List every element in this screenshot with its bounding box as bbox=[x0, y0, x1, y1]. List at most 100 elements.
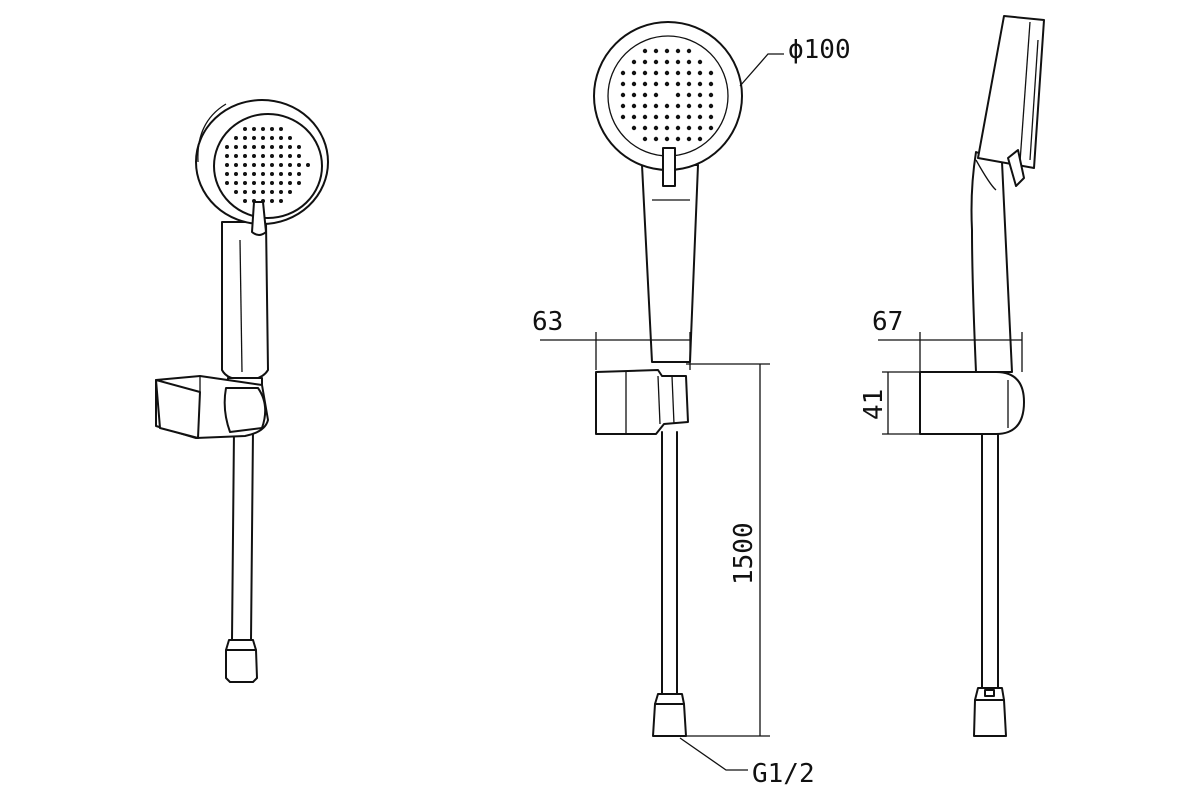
nozzle-dot bbox=[252, 145, 256, 149]
nozzle-dot bbox=[686, 103, 692, 109]
nozzle-dot bbox=[270, 145, 274, 149]
perspective-head bbox=[195, 99, 329, 236]
nozzle-dot bbox=[631, 103, 637, 109]
nozzle-dot bbox=[697, 81, 703, 87]
nozzle-dot bbox=[653, 48, 659, 54]
nozzle-dot bbox=[631, 114, 637, 120]
nozzle-dot bbox=[243, 199, 247, 203]
front-head-nozzles bbox=[620, 48, 714, 142]
diameter-label: ϕ100 bbox=[788, 35, 851, 65]
nozzle-dot bbox=[642, 92, 648, 98]
nozzle-dot bbox=[653, 59, 659, 65]
nozzle-dot bbox=[279, 199, 283, 203]
nozzle-dot bbox=[664, 59, 670, 65]
perspective-view bbox=[155, 99, 329, 683]
perspective-hose bbox=[231, 429, 254, 641]
nozzle-dot bbox=[261, 145, 265, 149]
front-hose bbox=[661, 431, 678, 697]
nozzle-dot bbox=[306, 163, 310, 167]
nozzle-dot bbox=[279, 154, 283, 158]
nozzle-dot bbox=[225, 172, 229, 176]
nozzle-dot bbox=[708, 92, 714, 98]
side-holder bbox=[919, 371, 1025, 435]
nozzle-dot bbox=[664, 81, 670, 87]
nozzle-dot bbox=[642, 48, 648, 54]
nozzle-dot bbox=[252, 154, 256, 158]
nozzle-dot bbox=[653, 125, 659, 131]
nozzle-dot bbox=[675, 81, 681, 87]
perspective-holder bbox=[155, 375, 269, 439]
nozzle-dot bbox=[697, 114, 703, 120]
nozzle-dot bbox=[297, 145, 301, 149]
nozzle-dot bbox=[653, 103, 659, 109]
nozzle-dot bbox=[243, 163, 247, 167]
side-view bbox=[919, 15, 1045, 737]
nozzle-dot bbox=[620, 103, 626, 109]
side-head bbox=[977, 15, 1045, 187]
width-label: 63 bbox=[532, 307, 563, 337]
nozzle-dot bbox=[697, 92, 703, 98]
nozzle-dot bbox=[653, 92, 659, 98]
nozzle-dot bbox=[642, 59, 648, 65]
nozzle-dot bbox=[664, 103, 670, 109]
nozzle-dot bbox=[225, 163, 229, 167]
perspective-hose-nut bbox=[225, 639, 258, 683]
nozzle-dot bbox=[270, 127, 274, 131]
nozzle-dot bbox=[297, 163, 301, 167]
nozzle-dot bbox=[225, 145, 229, 149]
nozzle-dot bbox=[270, 181, 274, 185]
nozzle-dot bbox=[270, 154, 274, 158]
nozzle-dot bbox=[243, 154, 247, 158]
nozzle-dot bbox=[225, 181, 229, 185]
front-head bbox=[593, 21, 743, 187]
nozzle-dot bbox=[686, 136, 692, 142]
nozzle-dot bbox=[288, 154, 292, 158]
nozzle-dot bbox=[631, 125, 637, 131]
nozzle-dot bbox=[675, 70, 681, 76]
nozzle-dot bbox=[642, 70, 648, 76]
nozzle-dot bbox=[243, 181, 247, 185]
height-label: 41 bbox=[859, 389, 889, 420]
nozzle-dot bbox=[279, 181, 283, 185]
nozzle-dot bbox=[234, 154, 238, 158]
diameter-leader bbox=[739, 53, 784, 87]
nozzle-dot bbox=[288, 181, 292, 185]
side-handle bbox=[970, 151, 1013, 373]
nozzle-dot bbox=[252, 181, 256, 185]
nozzle-dot bbox=[708, 70, 714, 76]
nozzle-dot bbox=[675, 103, 681, 109]
side-hose-nut bbox=[973, 687, 1007, 737]
nozzle-dot bbox=[270, 199, 274, 203]
nozzle-dot bbox=[620, 114, 626, 120]
nozzle-dot bbox=[642, 136, 648, 142]
nozzle-dot bbox=[620, 81, 626, 87]
nozzle-dot bbox=[243, 145, 247, 149]
nozzle-dot bbox=[261, 136, 265, 140]
nozzle-dot bbox=[252, 136, 256, 140]
nozzle-dot bbox=[675, 92, 681, 98]
side-hose bbox=[981, 433, 999, 691]
front-hose-nut bbox=[652, 693, 687, 737]
nozzle-dot bbox=[631, 81, 637, 87]
nozzle-dot bbox=[697, 59, 703, 65]
nozzle-dot bbox=[642, 114, 648, 120]
nozzle-dot bbox=[653, 136, 659, 142]
nozzle-dot bbox=[297, 154, 301, 158]
thread-leader bbox=[679, 737, 748, 771]
nozzle-dot bbox=[270, 136, 274, 140]
nozzle-dot bbox=[243, 190, 247, 194]
nozzle-dot bbox=[697, 70, 703, 76]
dimension-lines bbox=[540, 53, 1023, 771]
nozzle-dot bbox=[288, 190, 292, 194]
nozzle-dot bbox=[697, 125, 703, 131]
nozzle-dot bbox=[279, 127, 283, 131]
nozzle-dot bbox=[234, 190, 238, 194]
nozzle-dot bbox=[234, 136, 238, 140]
nozzle-dot bbox=[279, 190, 283, 194]
nozzle-dot bbox=[261, 190, 265, 194]
nozzle-dot bbox=[252, 190, 256, 194]
nozzle-dot bbox=[620, 92, 626, 98]
nozzle-dot bbox=[288, 163, 292, 167]
nozzle-dot bbox=[686, 59, 692, 65]
length-label: 1500 bbox=[729, 522, 759, 585]
